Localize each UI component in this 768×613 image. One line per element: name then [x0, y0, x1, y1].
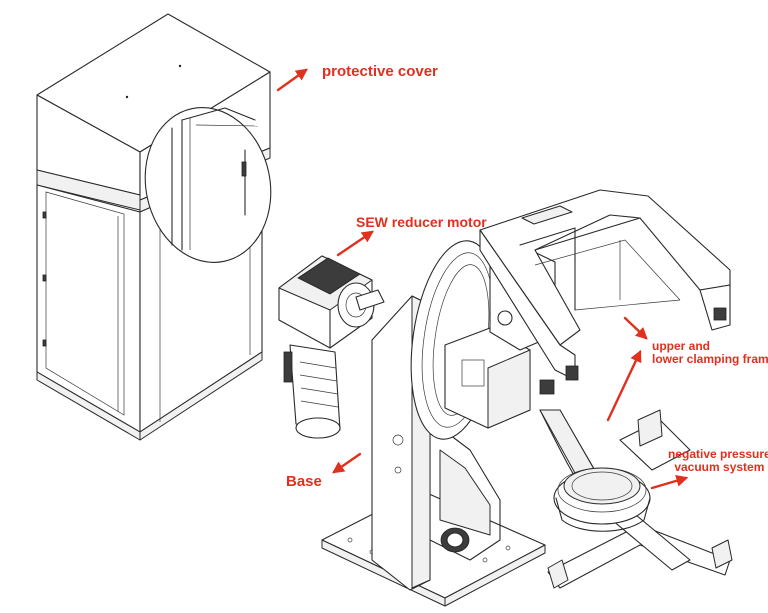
clamping-frame-drawing [479, 189, 731, 395]
label-vacuum-line1: negative pressure [668, 447, 768, 461]
label-vacuum-system: negative pressure vacuum system [668, 447, 768, 475]
arrow-vacuum-system [650, 474, 689, 490]
callout-arrows [276, 68, 689, 490]
label-clamping-frame-line2: lower clamping frame [652, 352, 768, 367]
arrow-sew-reducer-motor [336, 230, 374, 257]
label-sew-reducer-motor: SEW reducer motor [356, 214, 487, 230]
arrow-base [332, 452, 362, 474]
label-protective-cover: protective cover [322, 63, 438, 80]
label-clamping-frame-line1: upper and [652, 339, 711, 353]
label-base: Base [286, 473, 322, 490]
protective-cover-drawing [36, 13, 272, 441]
arrow-protective-cover [276, 68, 308, 92]
label-vacuum-line2: vacuum system [674, 460, 765, 475]
arrow-clamping-frame-upper [623, 316, 648, 340]
sew-reducer-motor-drawing [278, 255, 385, 439]
label-clamping-frame: upper and lower clamping frame [652, 339, 768, 367]
vacuum-system-drawing [547, 409, 733, 589]
arrow-clamping-frame-lower [606, 349, 642, 422]
